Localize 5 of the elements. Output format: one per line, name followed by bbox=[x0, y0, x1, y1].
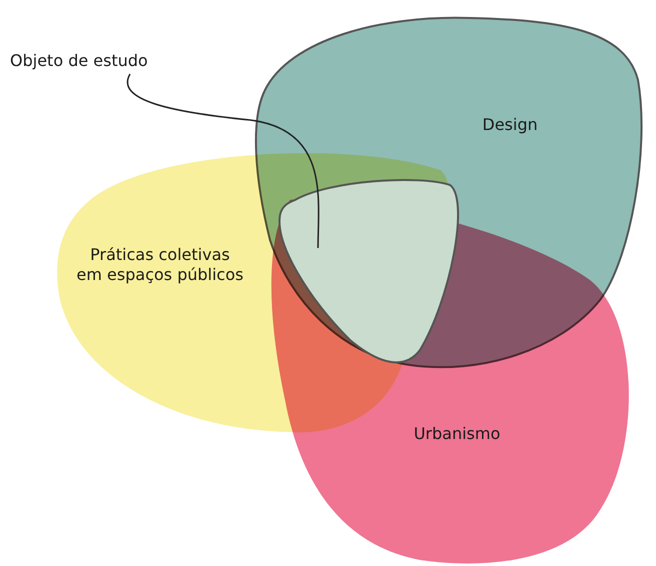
callout-label: Objeto de estudo bbox=[10, 51, 149, 71]
set-label: Design bbox=[481, 115, 539, 135]
set-label: Urbanismo bbox=[412, 424, 502, 444]
leader-line bbox=[127, 74, 320, 248]
set-label: Práticas coletivas em espaços públicos bbox=[76, 245, 244, 285]
